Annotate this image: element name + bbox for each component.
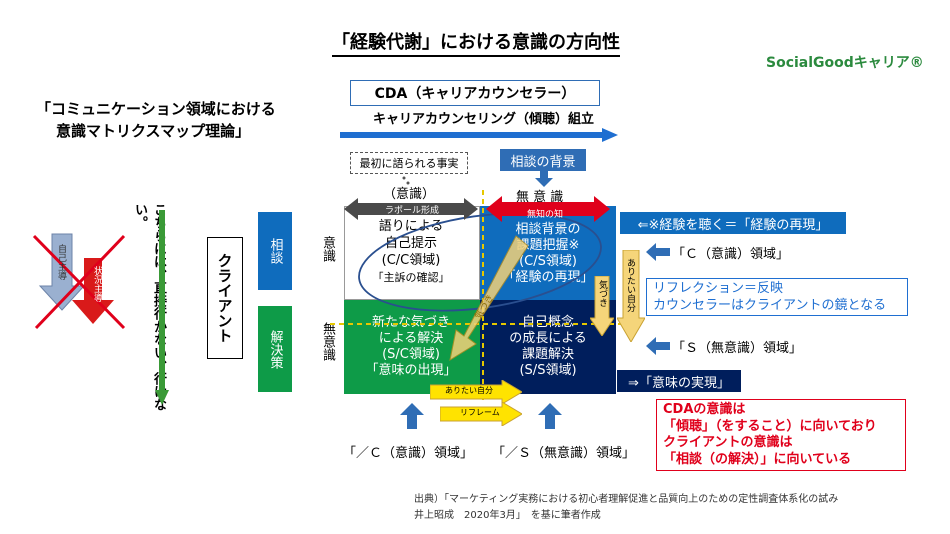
cross-label-jiko: 自己主導 [56, 244, 66, 280]
kizuki-label: 気づき [597, 280, 607, 307]
quadrant-sc-text: 新たな気づき による解決 (S/C領域) 「意味の出現」 [346, 315, 476, 379]
aritai-bottom-arrow [430, 380, 522, 404]
reflection-box: リフレクション＝反映 カウンセラーはクライアントの鏡となる [646, 278, 908, 316]
cda-arrow-label: キャリアカウンセリング（傾聴）組立 [373, 112, 595, 127]
row-label-kaiketsu: 解決策 [258, 306, 292, 392]
bottom-s-area-label: 「／Ｓ（無意識）領域」 [492, 446, 636, 461]
s-area-label: 「Ｓ（無意識）領域」 [672, 341, 803, 356]
bottom-c-area-label: 「／Ｃ（意識）領域」 [343, 446, 474, 461]
red-line-3: クライアントの意識は [663, 435, 793, 450]
s-area-arrow [646, 337, 670, 355]
first-fact-box: 最初に語られる事実 [350, 152, 468, 174]
muishiki-top-label: 無 意 識 [516, 190, 564, 205]
red-line-2: 「傾聴」（をすること）に向いており [663, 418, 877, 434]
cross-label-jokyo: 状況主導 [92, 266, 102, 302]
reflection-line-2: カウンセラーはクライアントの鏡となる [653, 298, 887, 313]
sc-line-3: (S/C領域) [382, 347, 440, 362]
cda-note-box: CDAの意識は 「傾聴」（をすること）に向いており クライアントの意識は 「相談… [656, 399, 906, 471]
row-label-muishiki: 無意識 [320, 322, 335, 361]
source-line-1: 出典）「マーケティング実務における初心者理解促進と品質向上のための定性調査体系化… [414, 494, 839, 505]
cc-line-3: (C/C領域) [381, 253, 441, 268]
reframe-arrow [440, 402, 522, 426]
ss-line-4: (S/S領域) [519, 363, 577, 378]
michi-no-chi-arrow [486, 196, 610, 222]
page-title: 「経験代謝」における意識の方向性 [332, 28, 620, 57]
cs-line-2: 課題把握※ [516, 238, 580, 253]
cda-box: CDA（キャリアカウンセラー） [350, 80, 600, 106]
aritai-right-arrow [617, 250, 645, 342]
red-line-4: 「相談（の解決）」に向いている [663, 451, 852, 467]
soudan-haikei-arrow [535, 171, 553, 187]
crossed-arrows [32, 233, 126, 330]
keiken-saigen-box: ⇐※経験を聴く＝「経験の再現」 [620, 212, 846, 234]
ishiki-top-label: （意識） [383, 187, 436, 202]
quadrant-ss [480, 300, 616, 394]
aritai-right-label: ありたい自分 [625, 258, 635, 312]
first-fact-dots [402, 176, 410, 185]
ss-line-2: の成長による [509, 331, 587, 346]
imi-jitsugen-box: ⇒「意味の実現」 [617, 370, 741, 392]
sc-line-1: 新たな気づき [371, 315, 450, 330]
left-title-line-2: 意識マトリクスマップ理論」 [56, 122, 251, 140]
client-box: クライアント [207, 237, 243, 359]
rapport-arrow [344, 198, 478, 220]
cda-arrow [340, 128, 618, 142]
bottom-up-arrow-left [400, 403, 424, 429]
row-label-soudan: 相談 [258, 212, 292, 290]
brand-logo: SocialGoodキャリア® [766, 55, 924, 71]
reflection-line-1: リフレクション＝反映 [653, 281, 784, 296]
cs-line-1: 相談背景の [515, 222, 581, 237]
c-area-arrow [646, 243, 670, 261]
row-label-ishiki: 意識 [320, 236, 335, 262]
source-line-2: 井上昭成 2020年3月」 を基に筆者作成 [414, 510, 601, 521]
cc-line-1: 語りによる [378, 219, 444, 234]
bottom-up-arrow-right [538, 403, 562, 429]
c-area-label: 「Ｃ（意識）領域」 [672, 247, 790, 262]
cs-line-3: (C/S領域) [519, 254, 577, 269]
ss-line-1: 自己概念 [521, 315, 574, 330]
quadrant-cc-text: 語りによる 自己提示 (C/C領域) 「主訴の確認」 [346, 218, 476, 286]
cc-line-4: 「主訴の確認」 [372, 271, 450, 284]
ss-line-3: 課題解決 [521, 347, 574, 362]
quadrant-overlays [330, 190, 630, 400]
reframe-label: リフレーム [460, 408, 500, 417]
cc-line-2: 自己提示 [384, 236, 437, 251]
rapport-label: ラポール形成 [385, 206, 440, 216]
aritai-bottom-label: ありたい自分 [445, 386, 493, 395]
kizuki-arrow [590, 276, 614, 336]
sc-line-4: 「意味の出現」 [365, 363, 457, 378]
quadrant-ss-text: 自己概念 の成長による 課題解決 (S/S領域) [482, 315, 614, 379]
green-down-arrow [155, 210, 169, 405]
soudan-haikei-box: 相談の背景 [500, 149, 586, 171]
left-title-line-1: 「コミュニケーション領域における [36, 100, 276, 118]
sc-line-2: による解決 [378, 331, 444, 346]
michi-no-chi-label: 無知の知 [527, 210, 564, 220]
red-line-1: CDAの意識は [663, 402, 746, 417]
